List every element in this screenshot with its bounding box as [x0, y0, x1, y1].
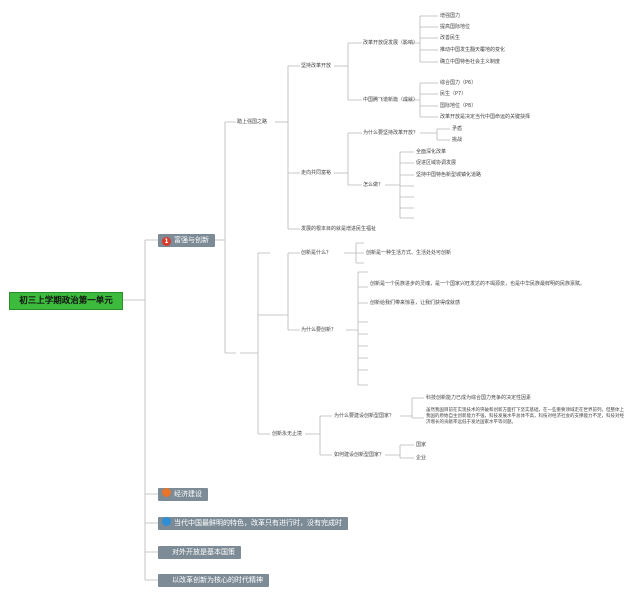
blue-circle-icon	[162, 517, 171, 526]
topic-reform-effects[interactable]: 改革开放促发展（影响）	[363, 40, 419, 46]
leaf-why-innovate[interactable]: 创新是一个民族进步的灵魂，是一个国家兴旺发达的不竭源泉，也是中华民族最鲜明的民族…	[370, 281, 586, 287]
leaf-how-to-do[interactable]: 坚持中国特色新型城镇化道路	[416, 172, 482, 178]
topic-fundamental-purpose[interactable]: 发展的根本目的就是增进民生福祉	[301, 226, 377, 232]
leaf-why-reform[interactable]: 矛盾	[452, 126, 463, 132]
topic-what-is-innovation[interactable]: 创新是什么？	[301, 250, 332, 256]
topic-road-to-strong-nation[interactable]: 踏上强国之路	[237, 119, 268, 125]
topic-why-reform[interactable]: 为什么要坚持改革开放？	[363, 130, 419, 136]
leaf-reform-effect[interactable]: 确立中国特色社会主义制度	[440, 59, 501, 65]
leaf-reform-effect[interactable]: 提高国际地位	[440, 24, 471, 30]
leaf-how-to-do[interactable]: 促进区域协调发展	[416, 160, 457, 166]
leaf-achievement[interactable]: 改革开放是决定当代中国命运的关键抉择	[440, 114, 531, 120]
leaf-why-innovative-country[interactable]: 科技创新能力已成为综合国力竞争的决定性因素	[426, 395, 532, 401]
branch-era-spirit[interactable]: 以改革创新为核心的时代精神	[158, 574, 269, 587]
topic-reform-achievements[interactable]: 中国腾飞谱新篇（成就）	[363, 97, 419, 103]
root-topic[interactable]: 初三上学期政治第一单元	[9, 292, 123, 310]
leaf-reform-effect[interactable]: 改善民生	[440, 35, 461, 41]
leaf-how-innovative-country[interactable]: 国家	[416, 442, 427, 448]
topic-why-innovative-country[interactable]: 为什么要建设创新型国家？	[334, 413, 395, 419]
topic-common-prosperity[interactable]: 走向共同富裕	[301, 170, 332, 176]
leaf-how-innovative-country[interactable]: 企业	[416, 455, 427, 461]
leaf-achievement[interactable]: 综合国力（P6）	[440, 80, 477, 86]
branch-reform-feature[interactable]: 当代中国最鲜明的特色，改革只有进行时，没有完成时	[158, 517, 348, 530]
leaf-how-to-do[interactable]: 全面深化改革	[416, 149, 447, 155]
leaf-reform-effect[interactable]: 推动中国发生翻天覆地的变化	[440, 47, 506, 53]
branch-opening-up[interactable]: 对外开放是基本国策	[158, 546, 241, 559]
topic-how-to-do[interactable]: 怎么做？	[363, 182, 384, 188]
topic-innovation-endless[interactable]: 创新永无止境	[272, 431, 303, 437]
leaf-why-innovative-country[interactable]: 虽然我国目前在实现技术的突破和创新方面打下坚实基础，在一些重要领域走在世界前列，…	[426, 408, 624, 425]
leaf-reform-effect[interactable]: 增强国力	[440, 13, 461, 19]
topic-how-innovative-country[interactable]: 如何建设创新型国家？	[334, 452, 385, 458]
leaf-what-is-innovation[interactable]: 创新是一种生活方式、生活处处可创新	[366, 250, 452, 256]
leaf-achievement[interactable]: 国际地位（P8）	[440, 103, 477, 109]
leaf-achievement[interactable]: 民生（P7）	[440, 91, 467, 97]
branch-economic-construction[interactable]: 经济建设	[158, 488, 208, 501]
topic-why-innovate[interactable]: 为什么要创新？	[301, 327, 337, 333]
topic-adhere-reform[interactable]: 坚持改革开放	[301, 63, 332, 69]
leaf-why-innovate[interactable]: 创新给我们带来惊喜，让我们获得成就感	[370, 300, 461, 306]
number-one-icon: 1	[162, 237, 171, 246]
orange-circle-icon	[162, 488, 171, 497]
leaf-why-reform[interactable]: 挑战	[452, 137, 463, 143]
